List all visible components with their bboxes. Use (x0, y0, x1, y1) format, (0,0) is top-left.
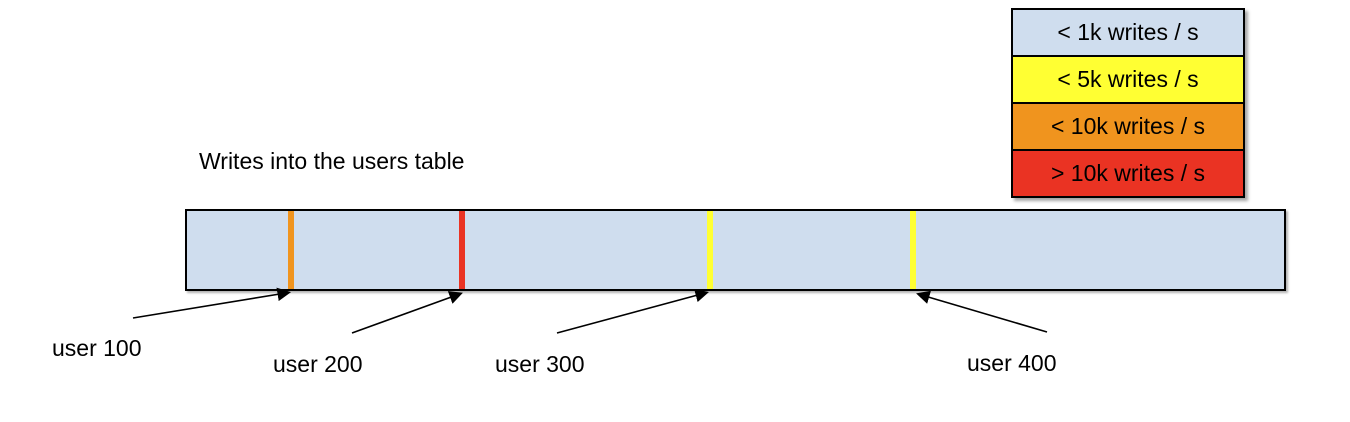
marker-user-400 (910, 211, 916, 289)
legend-item-lt-5k: < 5k writes / s (1011, 55, 1245, 104)
arrow-user-200 (351, 291, 463, 334)
label-user-400: user 400 (967, 350, 1057, 376)
marker-user-100 (288, 211, 294, 289)
marker-user-300 (707, 211, 713, 289)
label-user-200: user 200 (273, 351, 363, 377)
marker-user-200 (459, 211, 465, 289)
arrow-user-400 (916, 290, 1048, 333)
legend-item-gt-10k: > 10k writes / s (1011, 149, 1245, 198)
arrow-user-100 (132, 287, 292, 319)
legend-item-lt-10k: < 10k writes / s (1011, 102, 1245, 151)
label-user-300: user 300 (495, 351, 585, 377)
label-user-100: user 100 (52, 335, 142, 361)
users-table-band (185, 209, 1286, 291)
arrow-user-300 (556, 288, 709, 334)
legend-item-lt-1k: < 1k writes / s (1011, 8, 1245, 57)
diagram-title: Writes into the users table (199, 148, 465, 174)
legend: < 1k writes / s < 5k writes / s < 10k wr… (1011, 8, 1245, 198)
